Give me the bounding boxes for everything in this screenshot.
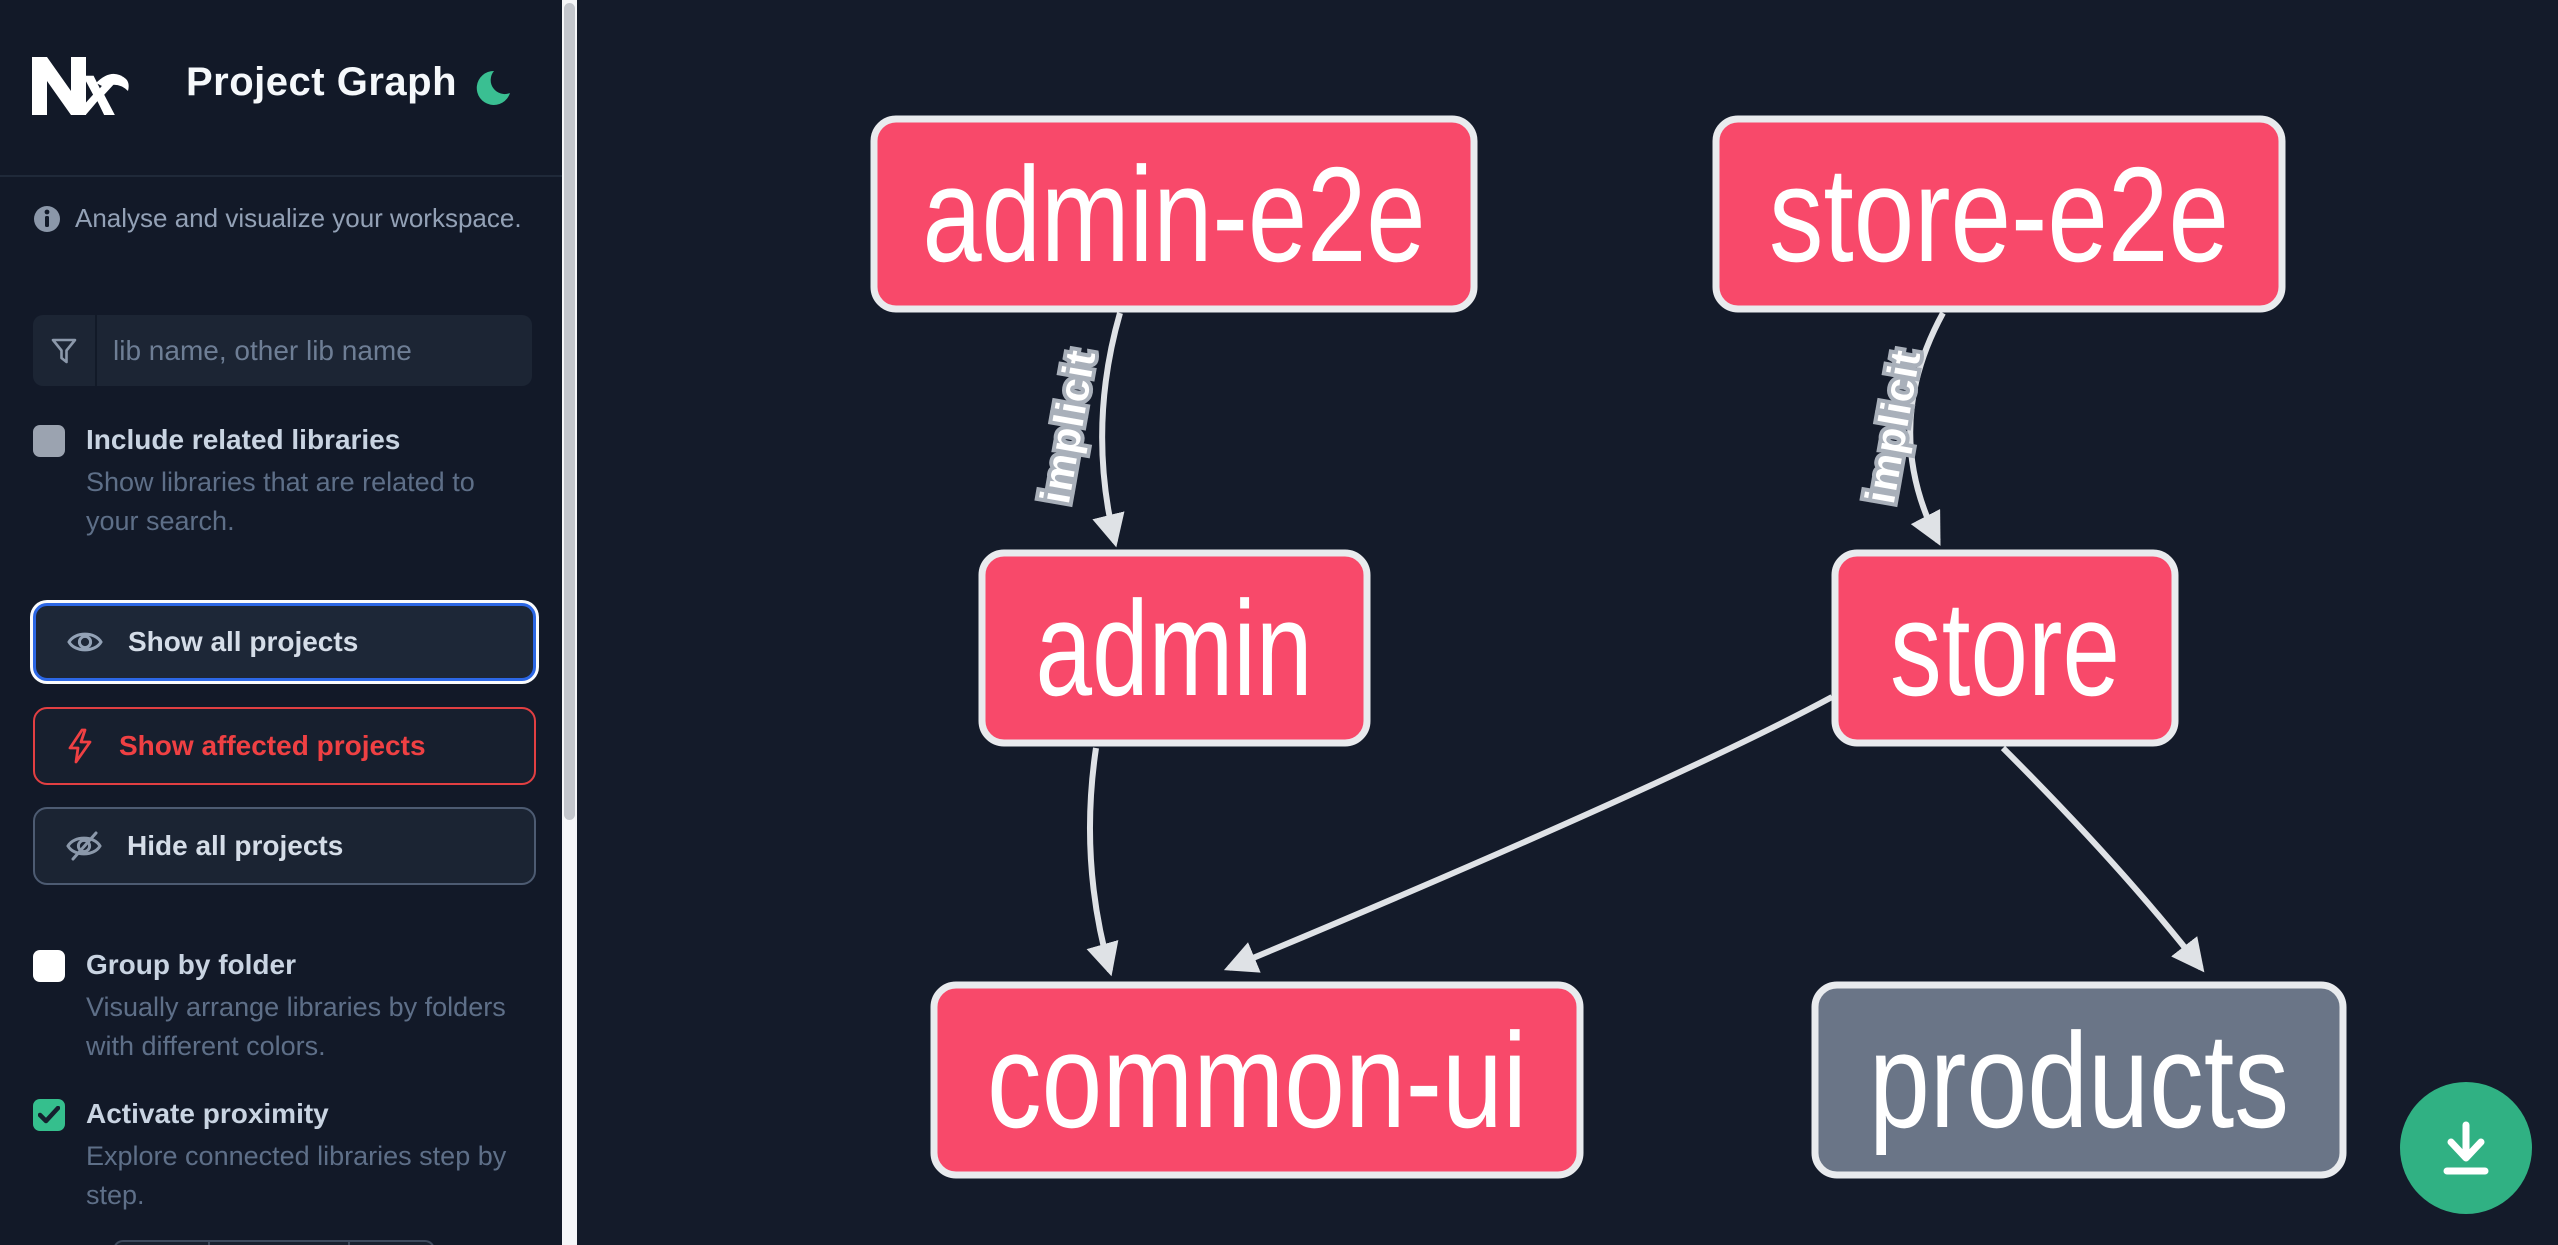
page-title: Project Graph xyxy=(186,60,458,104)
graph-node-admin[interactable]: admin xyxy=(978,549,1371,747)
info-icon xyxy=(34,205,60,232)
toggle-label: Group by folder xyxy=(86,949,296,980)
header-divider xyxy=(0,175,562,177)
svg-text:admin-e2e: admin-e2e xyxy=(923,139,1426,290)
graph-svg: implicit implicit admin-e2e store-e2e ad… xyxy=(870,115,2347,1179)
stepper-segment[interactable] xyxy=(210,1242,350,1245)
edge-admin-e2e-to-admin[interactable] xyxy=(1092,312,1125,548)
project-graph-canvas[interactable]: implicit implicit admin-e2e store-e2e ad… xyxy=(577,0,2558,1245)
graph-node-admin-e2e[interactable]: admin-e2e xyxy=(870,115,1478,313)
toggle-description: Explore connected libraries step by step… xyxy=(86,1141,507,1210)
graph-node-common-ui[interactable]: common-ui xyxy=(930,981,1584,1179)
toggle-label: Include related libraries xyxy=(86,424,401,455)
graph-node-store[interactable]: store xyxy=(1831,549,2179,747)
toggle-include-related-libraries: Include related libraries Show libraries… xyxy=(33,423,538,541)
theme-toggle-button[interactable] xyxy=(466,64,516,114)
eye-off-icon xyxy=(66,831,102,861)
toggle-description: Visually arrange libraries by folders wi… xyxy=(86,992,506,1061)
download-image-button[interactable] xyxy=(2400,1082,2532,1214)
hide-all-projects-button[interactable]: Hide all projects xyxy=(33,807,536,885)
stepper-segment[interactable] xyxy=(115,1242,210,1245)
tagline-text: Analyse and visualize your workspace. xyxy=(75,203,522,233)
svg-text:store: store xyxy=(1890,573,2120,724)
sidebar-header: x Project Graph xyxy=(0,0,562,175)
sidebar: x Project Graph Analyse and visualize yo… xyxy=(0,0,562,1245)
checkmark-icon xyxy=(38,1106,60,1124)
edge-store-to-common-ui[interactable] xyxy=(1223,694,1834,973)
svg-text:common-ui: common-ui xyxy=(987,1005,1527,1156)
toggle-description: Show libraries that are related to your … xyxy=(86,467,475,536)
workspace-tagline: Analyse and visualize your workspace. xyxy=(33,203,522,234)
graph-node-store-e2e[interactable]: store-e2e xyxy=(1712,115,2286,313)
toggle-label: Activate proximity xyxy=(86,1098,329,1129)
graph-node-products[interactable]: products xyxy=(1811,981,2347,1179)
edge-admin-to-common-ui[interactable] xyxy=(1086,747,1119,977)
toggle-activate-proximity: Activate proximity Explore connected lib… xyxy=(33,1097,538,1215)
svg-text:products: products xyxy=(1869,1005,2289,1156)
button-label: Hide all projects xyxy=(127,830,344,861)
edge-store-e2e-to-store[interactable] xyxy=(1907,311,1946,546)
sidebar-scrollbar-thumb[interactable] xyxy=(564,3,575,820)
edge-store-to-products[interactable] xyxy=(2000,745,2205,973)
button-label: Show affected projects xyxy=(119,730,426,761)
proximity-stepper-control[interactable] xyxy=(113,1240,435,1245)
download-icon xyxy=(2443,1121,2489,1175)
moon-icon xyxy=(476,70,510,105)
svg-text:store-e2e: store-e2e xyxy=(1769,139,2229,290)
button-label: Show all projects xyxy=(128,626,359,657)
eye-icon xyxy=(67,632,103,652)
checkbox-group-by-folder[interactable] xyxy=(33,950,65,982)
checkbox-include-related[interactable] xyxy=(33,425,65,457)
svg-text:x: x xyxy=(74,55,122,117)
show-affected-projects-button[interactable]: Show affected projects xyxy=(33,707,536,785)
svg-text:admin: admin xyxy=(1036,573,1313,724)
search-box xyxy=(33,315,532,386)
checkbox-activate-proximity[interactable] xyxy=(33,1099,65,1131)
lightning-bolt-icon xyxy=(68,728,92,764)
sidebar-scrollbar-track[interactable] xyxy=(562,0,577,1245)
filter-icon xyxy=(33,315,97,386)
show-all-projects-button[interactable]: Show all projects xyxy=(33,603,536,681)
search-input[interactable] xyxy=(97,315,532,386)
edge-label-implicit: implicit xyxy=(1031,346,1104,507)
toggle-group-by-folder: Group by folder Visually arrange librari… xyxy=(33,948,538,1066)
nx-logo-icon: x xyxy=(32,55,129,117)
